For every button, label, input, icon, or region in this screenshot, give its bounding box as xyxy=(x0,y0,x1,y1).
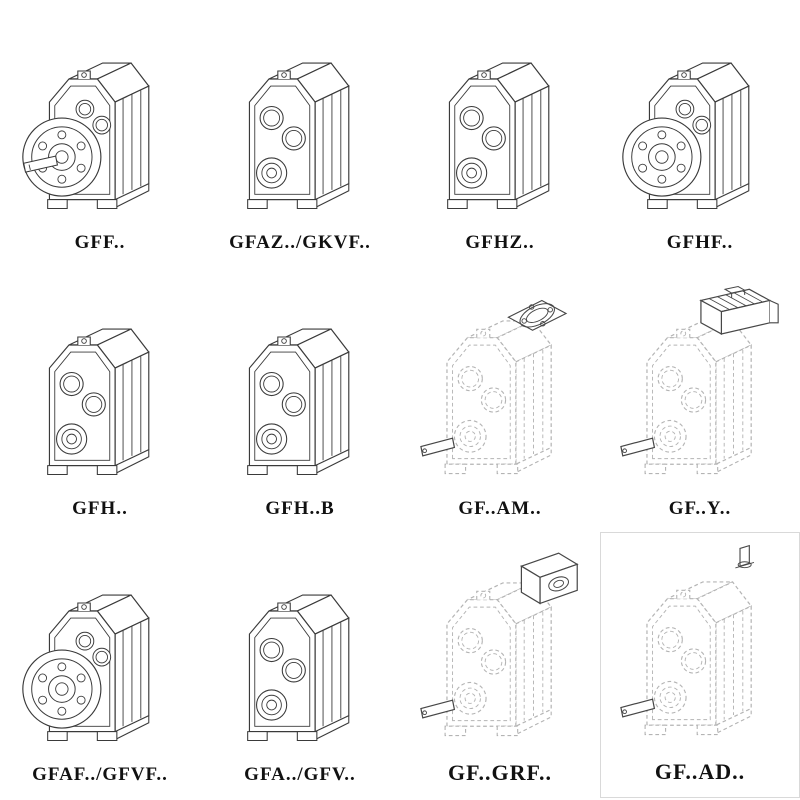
gearbox-foot-mounted-drawing xyxy=(247,328,350,476)
model-cell: GFH.. xyxy=(0,266,200,532)
model-cell: GFAZ../GKVF.. xyxy=(200,0,400,266)
gearbox-motor-flange-adapter-drawing xyxy=(420,298,567,475)
model-cell: GFH..B xyxy=(200,266,400,532)
model-label: GFA../GFV.. xyxy=(244,764,356,785)
model-label: GFAZ../GKVF.. xyxy=(229,232,371,253)
model-cell: GFHZ.. xyxy=(400,0,600,266)
model-label: GF..GRF.. xyxy=(448,760,552,785)
model-cell: GF..AD.. xyxy=(600,532,800,798)
model-label: GFAF../GFVF.. xyxy=(32,764,168,785)
model-label: GF..AD.. xyxy=(654,759,746,784)
model-cell: GF..GRF.. xyxy=(400,532,600,798)
model-label: GF..Y.. xyxy=(668,498,732,519)
model-label: GFF.. xyxy=(74,232,126,253)
model-label: GF..AM.. xyxy=(458,498,542,519)
model-cell: GFAF../GFVF.. xyxy=(0,532,200,798)
gearbox-input-shaft-adapter-drawing xyxy=(620,545,755,736)
model-cell: GFF.. xyxy=(0,0,200,266)
gearbox-hollow-shaft-drawing xyxy=(247,62,350,210)
model-cell: GFHF.. xyxy=(600,0,800,266)
model-label: GFH.. xyxy=(72,498,128,519)
gearbox-flange-shaft-drawing xyxy=(22,62,150,210)
gearbox-hollow-shaft-drawing xyxy=(247,594,350,742)
gearbox-hollow-shaft-drawing xyxy=(47,328,150,476)
gearbox-flange-drawing xyxy=(22,594,150,742)
gearbox-input-flange-block-drawing xyxy=(420,552,578,737)
model-label: GFHF.. xyxy=(666,232,734,253)
model-cell: GF..Y.. xyxy=(600,266,800,532)
gearbox-flange-drawing xyxy=(622,62,750,210)
model-label: GFHZ.. xyxy=(465,232,535,253)
gearbox-hollow-shaft-drawing xyxy=(447,62,550,210)
model-label: GFH..B xyxy=(265,498,335,519)
model-cell: GF..AM.. xyxy=(400,266,600,532)
gearbox-with-motor-drawing xyxy=(620,285,779,475)
model-cell: GFA../GFV.. xyxy=(200,532,400,798)
